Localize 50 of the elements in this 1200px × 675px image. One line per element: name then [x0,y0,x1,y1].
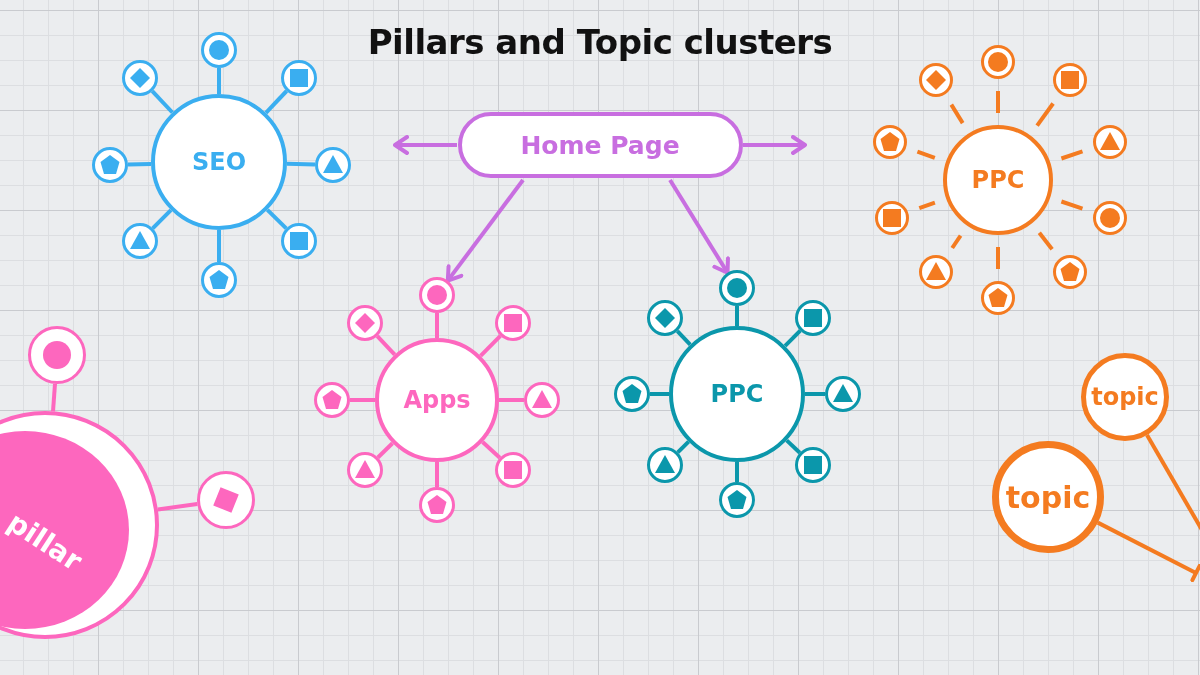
arrow [445,178,525,283]
node-label: topic [1091,383,1159,411]
connector-line [675,329,692,346]
node-label: Apps [403,386,471,414]
connector-line [996,247,1000,269]
connector-line [157,502,198,512]
connector-line [950,234,963,250]
node-label: topic [1005,479,1091,515]
connector-line [785,438,802,455]
connector-line [375,334,397,357]
connector-line [783,329,802,348]
connector-line [435,313,439,338]
connector-line [151,208,173,230]
connector-line [735,462,739,482]
connector-line [376,441,394,459]
connector-line [1060,149,1084,161]
connector-line [735,306,739,326]
connector-line [264,89,289,115]
connector-line [286,161,316,167]
connector-line [1060,199,1084,211]
connector-line [435,462,439,487]
connector-line [127,161,152,167]
connector-line [805,392,825,396]
connector-line [150,89,174,114]
connector-line [918,200,936,211]
connector-line [1037,231,1054,251]
connector-line [499,398,524,402]
connector-line [1035,102,1055,127]
connector-line [916,149,936,160]
connector-line [350,398,375,402]
arrow [668,178,730,275]
diagram-title: Pillars and Topic clusters [366,22,834,62]
arrow [743,135,807,155]
connector-line [1096,520,1200,583]
connector-line [650,392,669,396]
connector-line [481,440,502,460]
connector-line [996,91,1000,113]
connector-line [217,68,221,94]
connector-line [479,334,502,358]
connector-line [217,230,221,262]
connector-line [676,440,690,454]
node-label: PPC [971,166,1025,194]
connector-line [51,383,57,412]
node-label: PPC [710,380,764,408]
connector-line [949,103,965,125]
arrow [393,135,457,155]
connector-line [266,208,288,230]
connector-line [1145,434,1200,531]
node-label: Home Page [520,130,680,160]
node-label: SEO [191,148,247,176]
